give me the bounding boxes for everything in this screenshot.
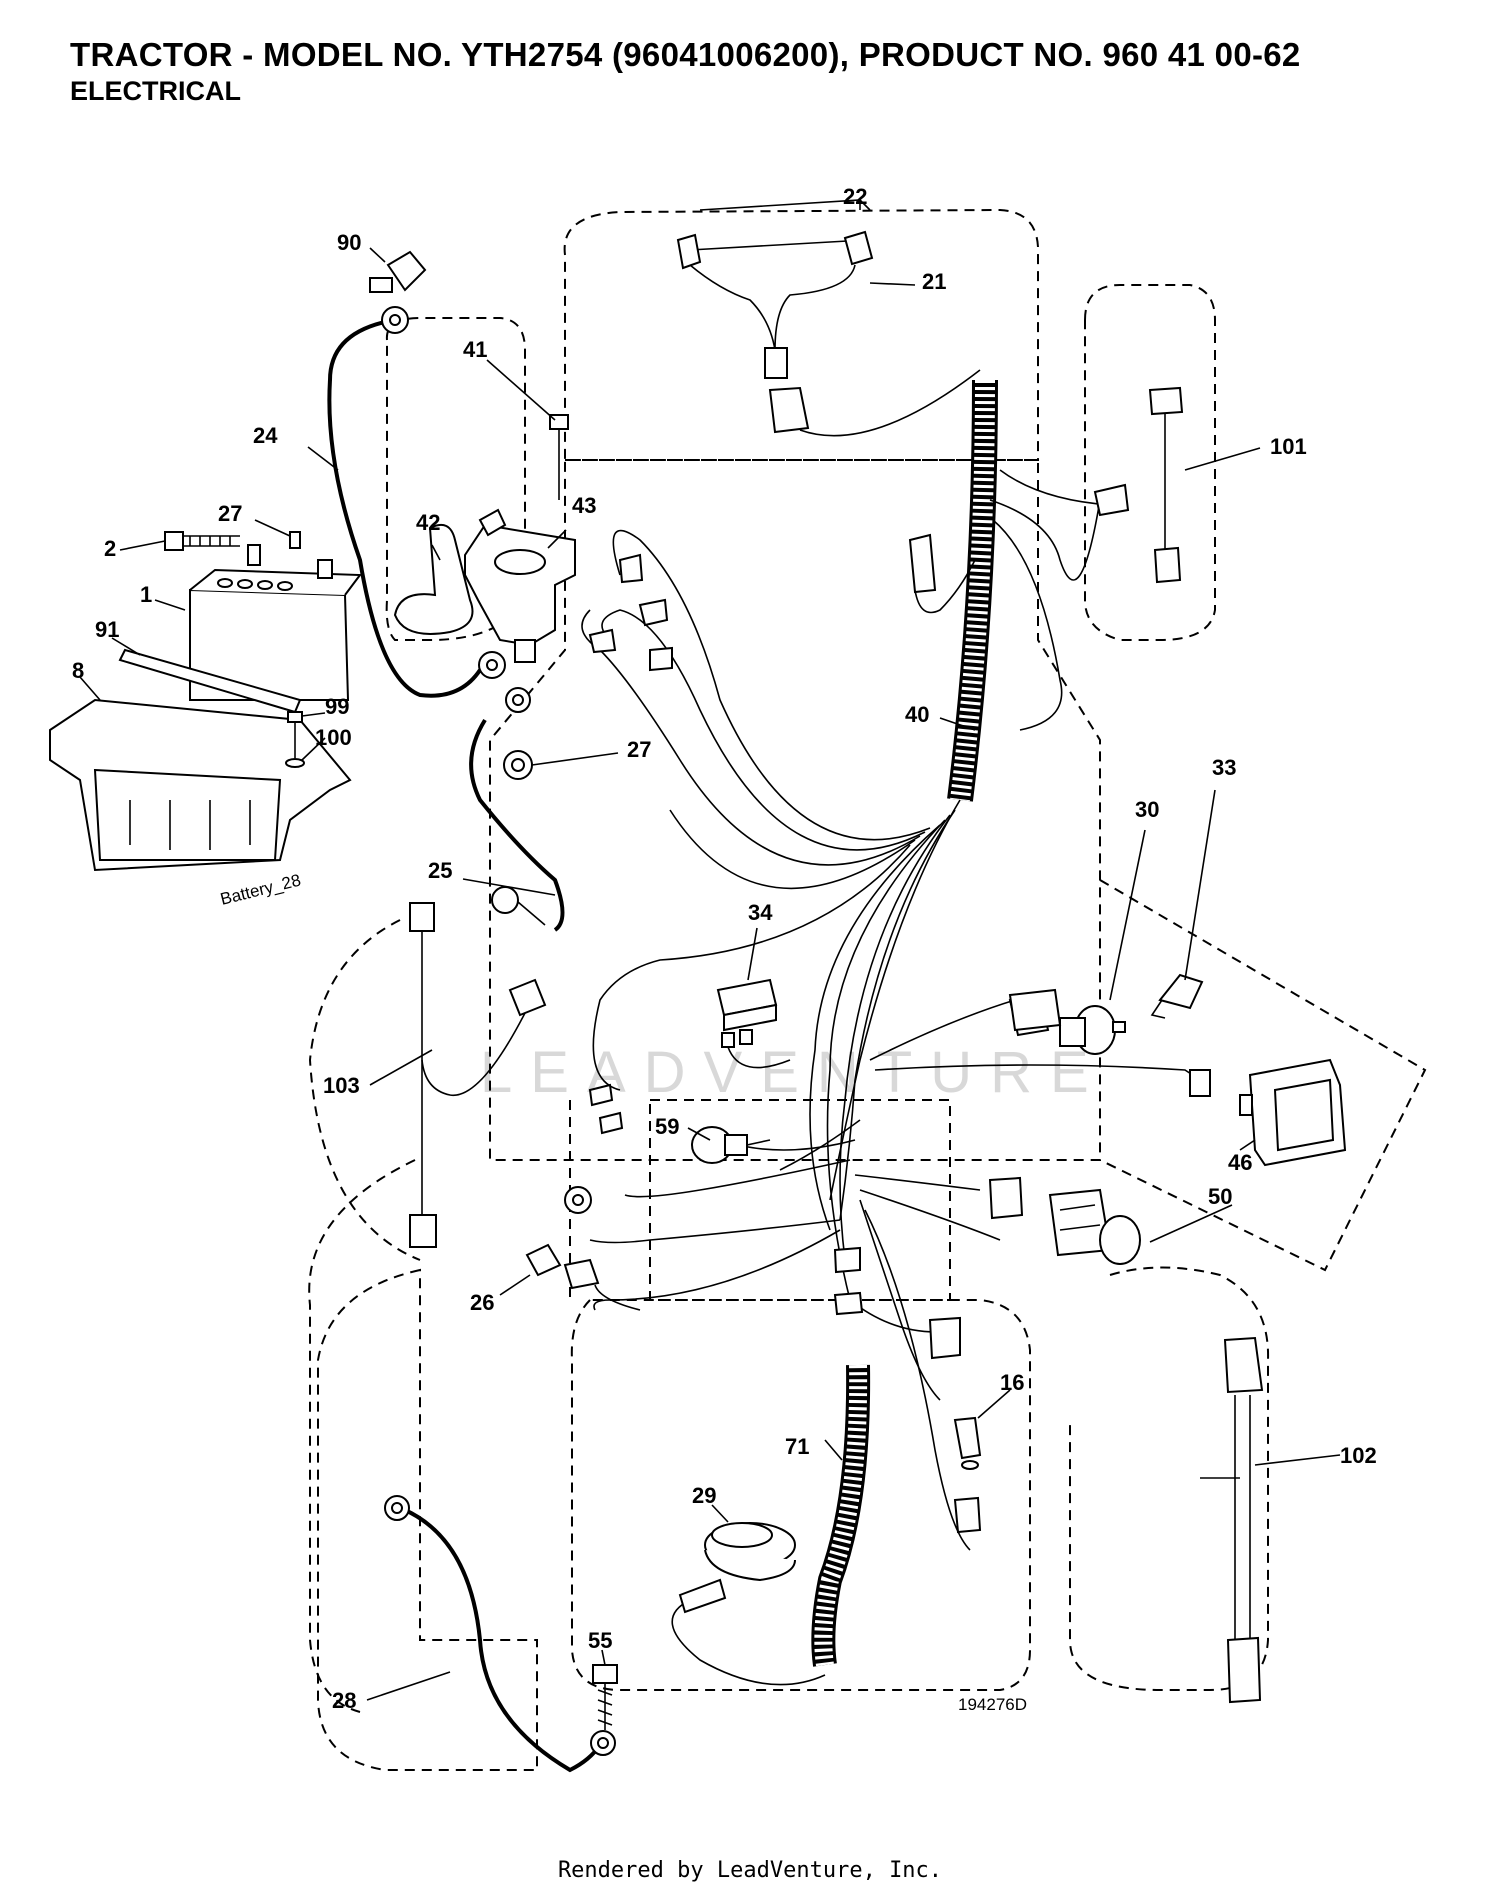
drawing-number: 194276D <box>958 1695 1027 1714</box>
solenoid-boot <box>393 524 474 635</box>
callout-26: 26 <box>470 1290 494 1315</box>
callout-24: 24 <box>253 423 278 448</box>
battery <box>189 544 362 701</box>
jumper-harness-101 <box>1148 386 1184 584</box>
callout-27-top: 27 <box>218 501 242 526</box>
battery-strap <box>118 648 302 714</box>
callout-40: 40 <box>905 702 929 727</box>
callout-labels: 90 24 41 43 42 27 2 1 91 8 99 100 27 25 … <box>72 184 1377 1714</box>
callout-50: 50 <box>1208 1184 1232 1209</box>
callout-41: 41 <box>463 337 487 362</box>
ignition-connector <box>1008 988 1062 1032</box>
light-switch-50 <box>1048 1188 1141 1265</box>
brake-switch-29 <box>704 1522 796 1582</box>
callout-25: 25 <box>428 858 452 883</box>
terminal-bolt <box>164 531 301 551</box>
ground-ring-terminal <box>564 1186 592 1214</box>
hex-nut <box>503 687 533 780</box>
callout-42: 42 <box>416 510 440 535</box>
frame-outlines <box>308 208 1427 1771</box>
callout-90: 90 <box>337 230 361 255</box>
callout-55: 55 <box>588 1628 612 1653</box>
callout-100: 100 <box>315 725 352 750</box>
callout-46: 46 <box>1228 1150 1252 1175</box>
ground-bolt-55 <box>592 1664 618 1730</box>
footer-credit: Rendered by LeadVenture, Inc. <box>557 1858 943 1883</box>
callout-33: 33 <box>1212 755 1236 780</box>
callout-leaders <box>79 199 1341 1701</box>
ring-terminal <box>491 886 519 914</box>
callout-34: 34 <box>748 900 773 925</box>
callout-59: 59 <box>655 1114 679 1139</box>
ring-terminal <box>384 1495 616 1756</box>
callout-29: 29 <box>692 1483 716 1508</box>
harness-connectors <box>588 483 1211 1534</box>
callout-2: 2 <box>104 536 116 561</box>
battery-note: Battery_28 <box>218 871 302 909</box>
callout-1: 1 <box>140 582 152 607</box>
watermark-text: LEADVENTURE <box>480 1040 1107 1105</box>
connector-26 <box>525 1243 641 1311</box>
callout-71: 71 <box>785 1434 809 1459</box>
battery-cable-24 <box>327 320 482 698</box>
rocker-switch-34 <box>716 978 791 1069</box>
wire-harness-103 <box>409 902 547 1248</box>
callout-16: 16 <box>1000 1370 1024 1395</box>
ground-cable-28 <box>404 1508 602 1773</box>
ignition-switch <box>1059 1005 1126 1055</box>
callout-101: 101 <box>1270 434 1307 459</box>
plunger-switch-59 <box>691 1126 771 1164</box>
callout-99: 99 <box>325 694 349 719</box>
page-title: TRACTOR - MODEL NO. YTH2754 (96041006200… <box>70 36 1301 73</box>
terminal-boot <box>369 250 427 293</box>
callout-27-mid: 27 <box>627 737 651 762</box>
headlight-assembly <box>676 230 981 437</box>
ring-terminal <box>381 306 506 679</box>
callout-43: 43 <box>572 493 596 518</box>
callout-102: 102 <box>1340 1443 1377 1468</box>
starter-solenoid <box>464 508 576 663</box>
callout-8: 8 <box>72 658 84 683</box>
callout-22: 22 <box>843 184 867 209</box>
harness-wires <box>581 469 1211 1551</box>
extension-harness-102 <box>1200 1336 1264 1704</box>
relay-16 <box>953 1416 982 1470</box>
callout-91: 91 <box>95 617 119 642</box>
battery-cable-25 <box>469 718 565 932</box>
callout-103: 103 <box>323 1073 360 1098</box>
switch-panel-46 <box>1239 1058 1347 1167</box>
callout-28: 28 <box>332 1688 356 1713</box>
callout-30: 30 <box>1135 797 1159 822</box>
main-harness-conduit <box>947 379 998 802</box>
ignition-key <box>1150 973 1204 1019</box>
section-title: ELECTRICAL <box>70 76 241 106</box>
battery-tray <box>49 698 352 872</box>
rear-harness-conduit <box>671 1364 871 1686</box>
battery-screw <box>285 711 305 768</box>
callout-21: 21 <box>922 269 946 294</box>
